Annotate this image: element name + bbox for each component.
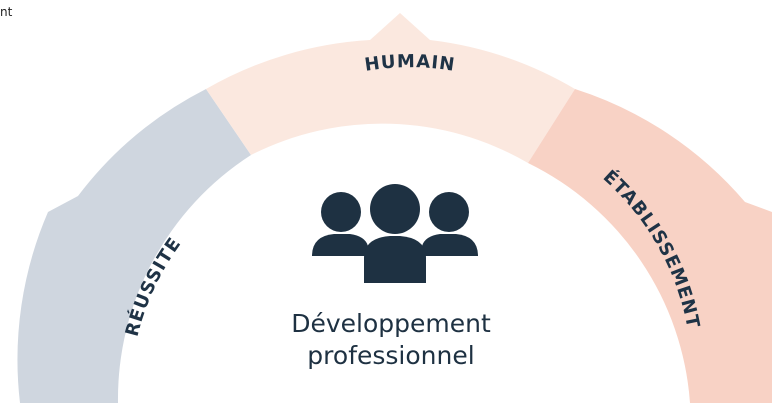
arc-segment-humain	[206, 13, 575, 163]
arc-segment-reussite	[17, 89, 251, 403]
caption-line-2: professionnel	[307, 341, 475, 370]
center-caption: Développement professionnel	[211, 308, 571, 372]
corner-text-fragment: nt	[0, 5, 13, 19]
people-group-icon	[312, 184, 478, 283]
segment-label-humain: HUMAIN	[363, 51, 456, 76]
caption-line-1: Développement	[291, 309, 491, 338]
arc-segment-etablissement	[528, 89, 772, 403]
